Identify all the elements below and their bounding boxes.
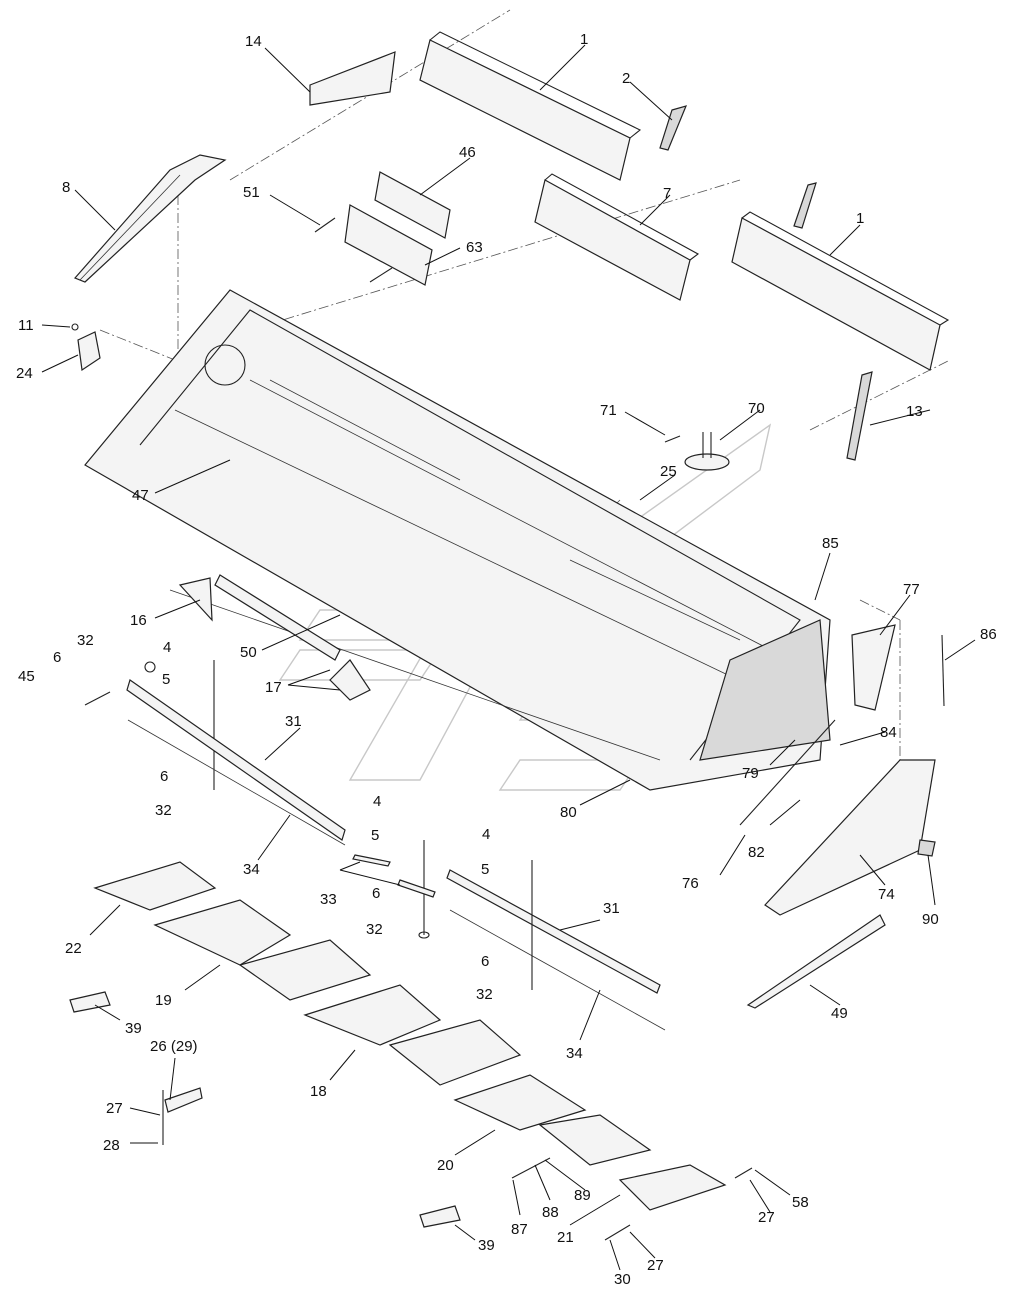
callout-5-center: 5: [371, 827, 379, 844]
callout-13: 13: [906, 403, 923, 420]
part-14-bracket: [309, 51, 396, 106]
callout-8: 8: [62, 179, 70, 196]
callout-49: 49: [831, 1005, 848, 1022]
callout-51: 51: [243, 184, 260, 201]
part-51-spring: [314, 217, 393, 283]
part-4-5-6-bolt-center: [418, 840, 430, 939]
callout-14: 14: [245, 33, 262, 50]
part-2-bracket: [659, 105, 688, 151]
callout-87: 87: [511, 1221, 528, 1238]
callout-79: 79: [742, 765, 759, 782]
callout-32-center: 32: [366, 921, 383, 938]
callout-31-left: 31: [285, 713, 302, 730]
callout-2: 2: [622, 70, 630, 87]
callout-90: 90: [922, 911, 939, 928]
callout-39-bottom: 39: [478, 1237, 495, 1254]
callout-24: 24: [16, 365, 33, 382]
callout-19: 19: [155, 992, 172, 1009]
part-7-center-panel: [534, 173, 700, 301]
callout-58: 58: [792, 1194, 809, 1211]
part-1-right-panel: [731, 211, 950, 371]
part-1-left-panel: [419, 31, 642, 181]
callout-18: 18: [310, 1083, 327, 1100]
callout-80: 80: [560, 804, 577, 821]
part-24-plate: [71, 323, 101, 372]
callout-84: 84: [880, 724, 897, 741]
callout-6-right: 6: [481, 953, 489, 970]
callout-17: 17: [265, 679, 282, 696]
callout-labels: 1 1 2 4 4 4 5 5 5 6 6 6 6 7 8 11 13 14 1…: [16, 31, 997, 1288]
callout-34-right: 34: [566, 1045, 583, 1062]
callout-7: 7: [663, 185, 671, 202]
callout-50: 50: [240, 644, 257, 661]
callout-1-right: 1: [856, 210, 864, 227]
part-49-strip: [746, 914, 886, 1009]
callout-20: 20: [437, 1157, 454, 1174]
callout-74: 74: [878, 886, 895, 903]
callout-33: 33: [320, 891, 337, 908]
callout-4-left: 4: [163, 639, 171, 656]
callout-4-center: 4: [373, 793, 381, 810]
callout-11: 11: [18, 317, 34, 334]
callout-89: 89: [574, 1187, 591, 1204]
leader-lines: [41, 44, 976, 1271]
callout-6-left: 6: [160, 768, 168, 785]
callout-6-center: 6: [372, 885, 380, 902]
part-25-main-frame: [84, 289, 831, 791]
callout-25: 25: [660, 463, 677, 480]
callout-86: 86: [980, 626, 997, 643]
callout-5-right: 5: [481, 861, 489, 878]
callout-34-left: 34: [243, 861, 260, 878]
part-22-19-18-20-21-plates: [69, 861, 727, 1228]
callout-70: 70: [748, 400, 765, 417]
callout-47: 47: [132, 487, 149, 504]
callout-30: 30: [614, 1271, 631, 1288]
part-31-34-rails-right: [446, 860, 666, 1031]
callout-6-far-left: 6: [53, 649, 61, 666]
callout-31-right: 31: [603, 900, 620, 917]
callout-4-right: 4: [482, 826, 490, 843]
callout-28: 28: [103, 1137, 120, 1154]
callout-88: 88: [542, 1204, 559, 1221]
callout-16: 16: [130, 612, 147, 629]
callout-63: 63: [466, 239, 483, 256]
part-46-63-frame: [344, 171, 451, 286]
part-8-side-strip: [73, 154, 227, 283]
callout-27-right: 27: [758, 1209, 775, 1226]
callout-39-left: 39: [125, 1020, 142, 1037]
bottom-bolts: [511, 1157, 753, 1241]
callout-32-left: 32: [155, 802, 172, 819]
callout-1-top: 1: [580, 31, 588, 48]
part-13-bracket: [846, 371, 873, 461]
callout-32-right: 32: [476, 986, 493, 1003]
part-31-34-rails-left: [126, 679, 346, 846]
callout-27-left: 27: [106, 1100, 123, 1117]
part-77-86-guard: [851, 624, 945, 711]
callout-77: 77: [903, 581, 920, 598]
part-45-32-hardware: [84, 660, 215, 790]
callout-27-bottom: 27: [647, 1257, 664, 1274]
callout-46: 46: [459, 144, 476, 161]
callout-21: 21: [557, 1229, 574, 1246]
part-33-strips: [352, 854, 436, 898]
callout-76: 76: [682, 875, 699, 892]
part-74-76-arm: [739, 719, 936, 916]
part-70-71-disk: [664, 432, 730, 471]
callout-45: 45: [18, 668, 35, 685]
callout-82: 82: [748, 844, 765, 861]
callout-32-top: 32: [77, 632, 94, 649]
callout-71: 71: [600, 402, 617, 419]
part-16-17-50-parts: [178, 574, 371, 701]
part-1-right-bracket: [793, 182, 817, 229]
callout-22: 22: [65, 940, 82, 957]
callout-26-29: 26 (29): [150, 1038, 198, 1055]
callout-5-left: 5: [162, 671, 170, 688]
callout-85: 85: [822, 535, 839, 552]
